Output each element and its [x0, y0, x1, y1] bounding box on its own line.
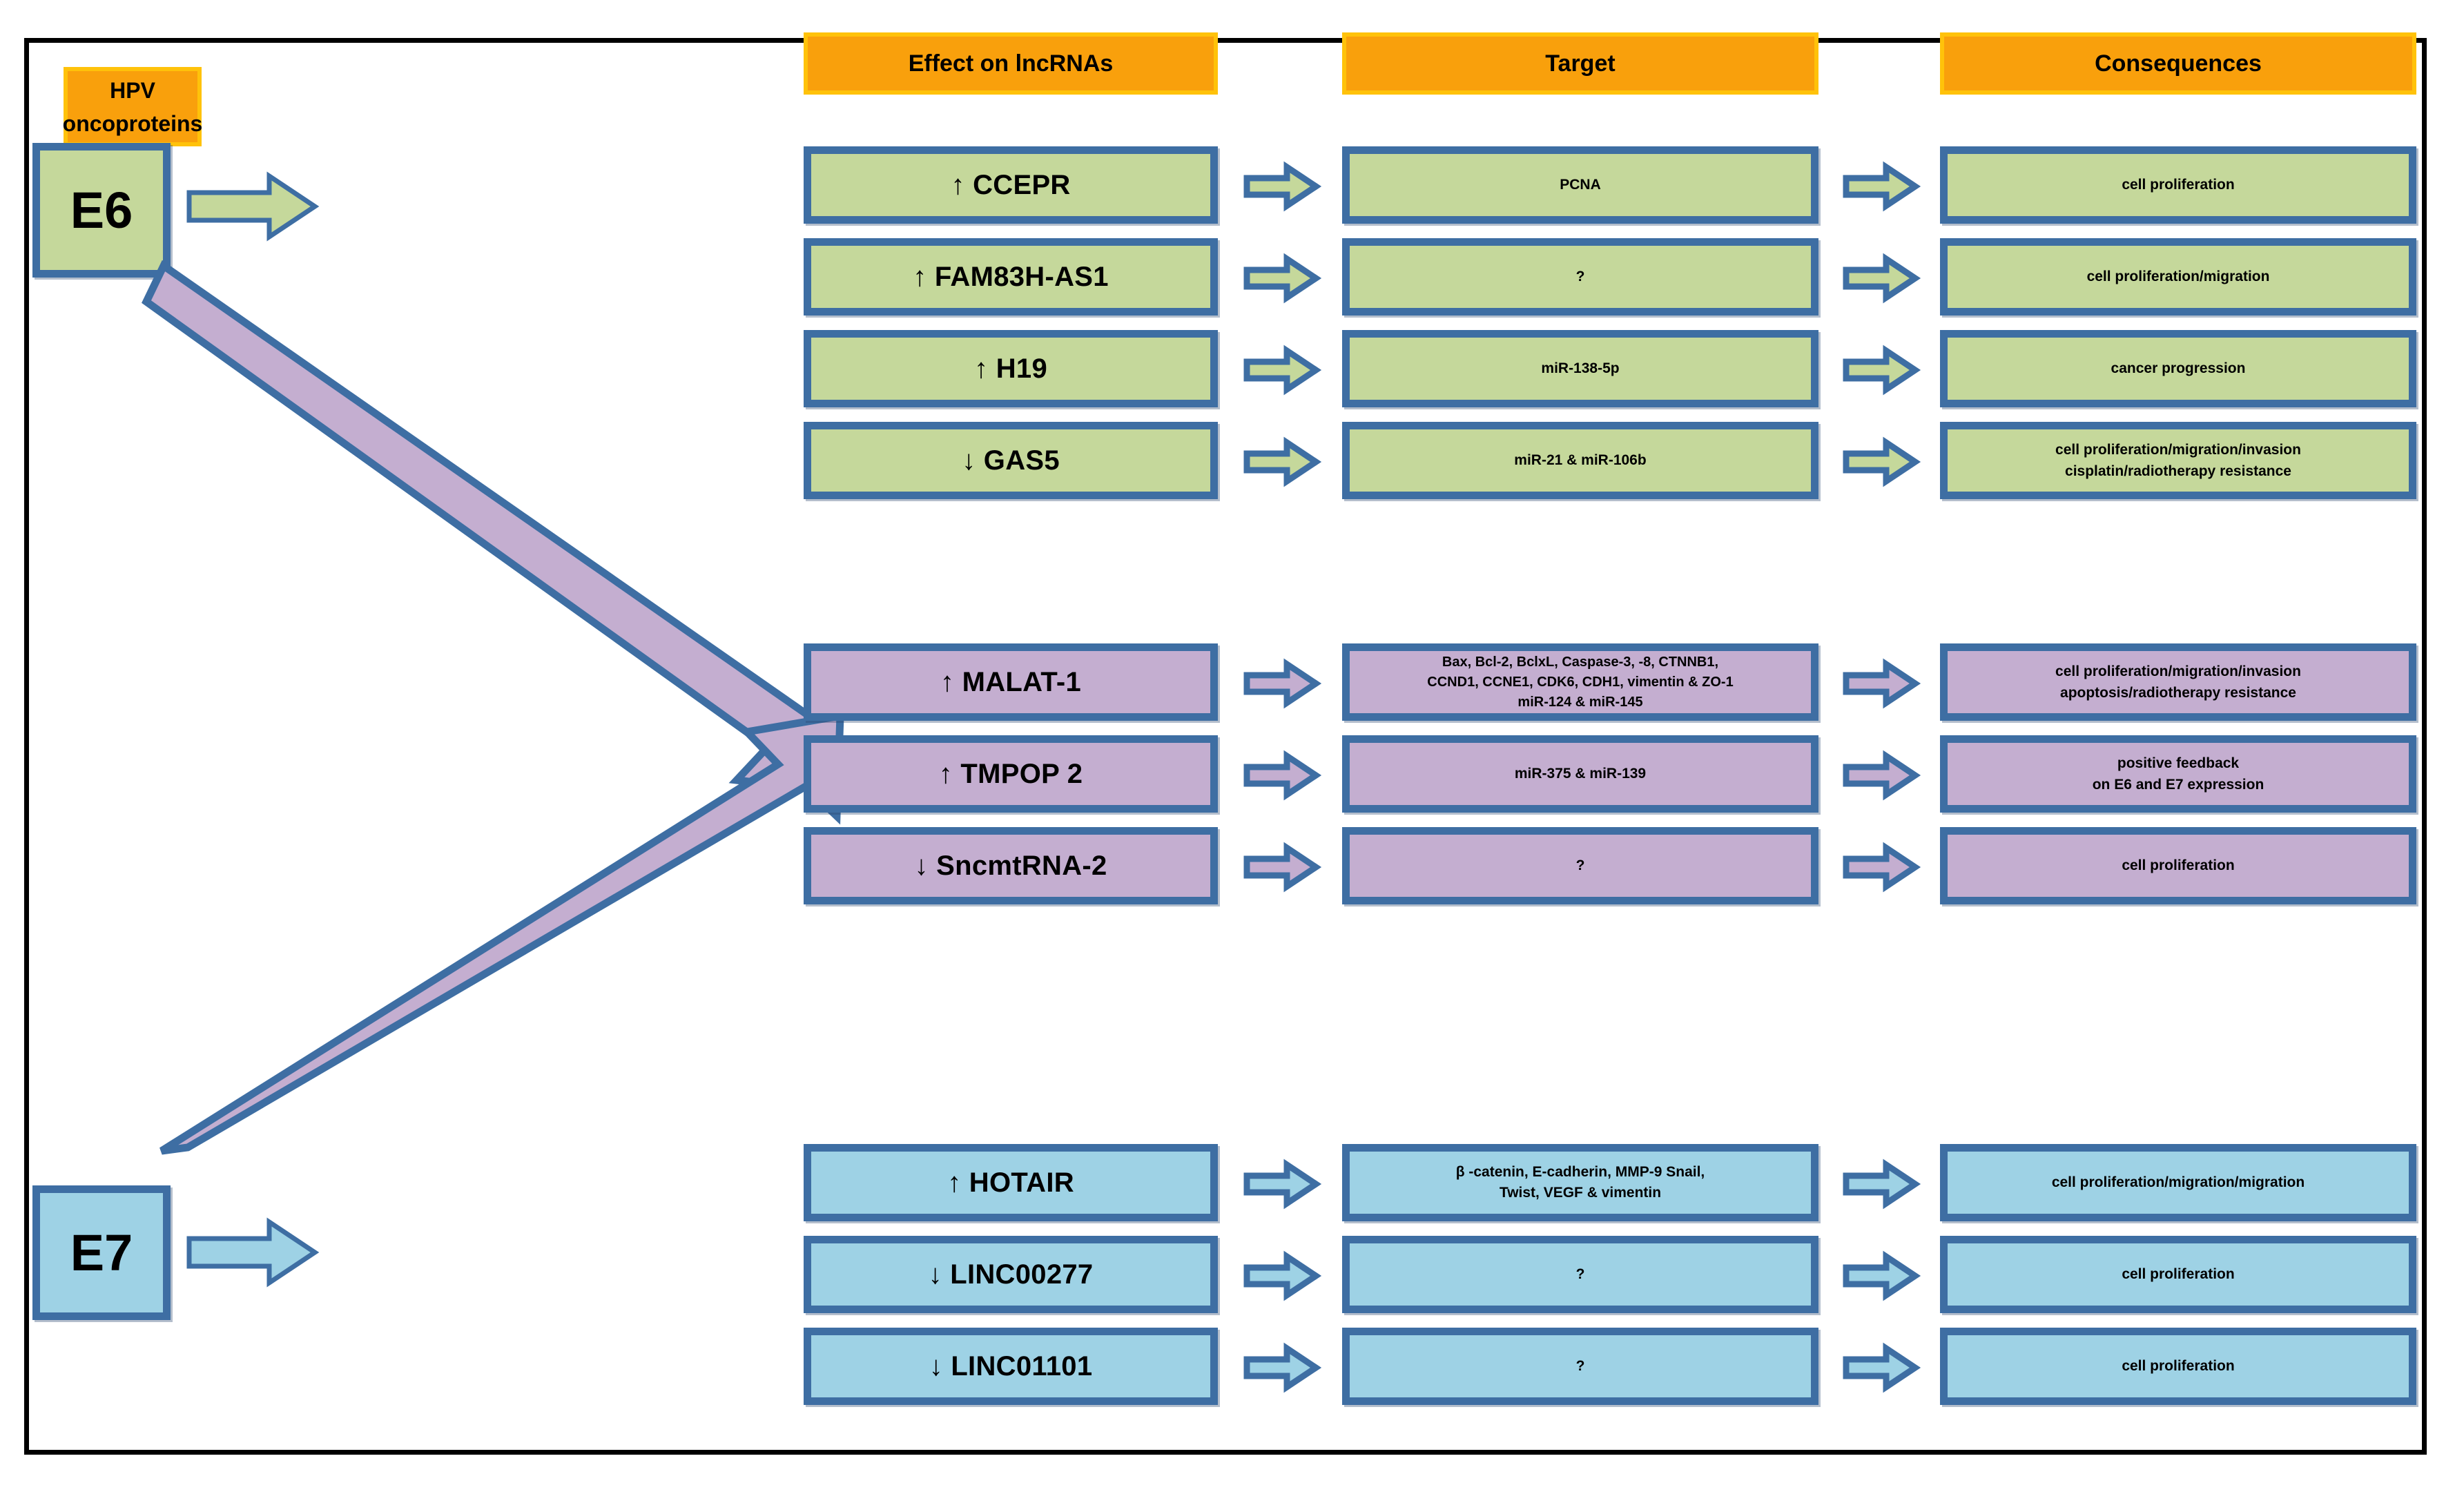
target-label: miR-375 & miR-139: [1514, 765, 1647, 782]
header-consequences: Consequences: [1940, 32, 2416, 95]
row-connector-arrow: [1843, 1158, 1921, 1210]
target-box: ?: [1342, 1328, 1818, 1405]
target-box: ?: [1342, 827, 1818, 904]
e6-to-green-arrow: [186, 171, 320, 243]
lncrna-label: ↓ LINC01101: [929, 1350, 1093, 1381]
row-connector-arrow: [1843, 1250, 1921, 1301]
lncrna-label: ↑ MALAT-1: [940, 666, 1082, 697]
consequence-label: cell proliferation: [2122, 177, 2235, 193]
lncrna-box: ↓ SncmtRNA-2: [804, 827, 1218, 904]
consequence-box: cell proliferation: [1940, 146, 2416, 224]
header-target: Target: [1342, 32, 1818, 95]
row-connector-arrow: [1843, 750, 1921, 801]
target-box: β -catenin, E-cadherin, MMP-9 Snail, Twi…: [1342, 1144, 1818, 1221]
consequence-box: cell proliferation/migration: [1940, 238, 2416, 316]
lncrna-label: ↓ LINC00277: [928, 1259, 1094, 1290]
target-label: β -catenin, E-cadherin, MMP-9 Snail, Twi…: [1455, 1163, 1705, 1201]
target-box: miR-21 & miR-106b: [1342, 422, 1818, 499]
consequence-label: positive feedback on E6 and E7 expressio…: [2092, 755, 2264, 793]
lncrna-label: ↓ GAS5: [962, 445, 1060, 476]
target-label: miR-21 & miR-106b: [1514, 452, 1647, 468]
lncrna-box: ↑ H19: [804, 330, 1218, 407]
lncrna-label: ↑ TMPOP 2: [938, 758, 1083, 789]
header-effect-label: Effect on lncRNAs: [908, 50, 1114, 77]
row-connector-arrow: [1843, 161, 1921, 212]
row-connector-arrow: [1243, 658, 1322, 709]
lncrna-box: ↑ TMPOP 2: [804, 735, 1218, 813]
lncrna-box: ↑ HOTAIR: [804, 1144, 1218, 1221]
target-box: miR-138-5p: [1342, 330, 1818, 407]
consequence-label: cell proliferation/migration/invasion ci…: [2055, 441, 2301, 480]
lncrna-label: ↑ FAM83H-AS1: [913, 261, 1109, 292]
target-box: PCNA: [1342, 146, 1818, 224]
target-box: ?: [1342, 238, 1818, 316]
row-connector-arrow: [1243, 842, 1322, 893]
lncrna-label: ↑ HOTAIR: [947, 1167, 1074, 1198]
header-consequences-label: Consequences: [2095, 50, 2262, 77]
consequence-label: cell proliferation: [2122, 857, 2235, 874]
lncrna-box: ↑ FAM83H-AS1: [804, 238, 1218, 316]
row-connector-arrow: [1243, 436, 1322, 487]
row-connector-arrow: [1843, 658, 1921, 709]
lncrna-label: ↑ H19: [974, 353, 1047, 384]
row-connector-arrow: [1843, 1342, 1921, 1393]
hpv-oncoproteins-label: HPV oncoproteins: [62, 77, 203, 136]
consequence-box: cell proliferation/migration/migration: [1940, 1144, 2416, 1221]
lncrna-box: ↓ LINC01101: [804, 1328, 1218, 1405]
consequence-box: cell proliferation/migration/invasion ap…: [1940, 643, 2416, 721]
row-connector-arrow: [1843, 345, 1921, 396]
consequence-label: cell proliferation/migration/migration: [2051, 1174, 2305, 1191]
consequence-box: cell proliferation: [1940, 1328, 2416, 1405]
consequence-box: cell proliferation: [1940, 1236, 2416, 1313]
lncrna-box: ↑ MALAT-1: [804, 643, 1218, 721]
row-connector-arrow: [1243, 1342, 1322, 1393]
diagram-frame: HPV oncoproteins E6 E7 Effect on lncRNAs…: [24, 32, 2427, 1455]
target-label: miR-138-5p: [1541, 360, 1620, 376]
row-connector-arrow: [1243, 1158, 1322, 1210]
consequence-box: cancer progression: [1940, 330, 2416, 407]
consequence-label: cell proliferation: [2122, 1266, 2235, 1283]
row-connector-arrow: [1843, 436, 1921, 487]
row-connector-arrow: [1243, 1250, 1322, 1301]
target-box: ?: [1342, 1236, 1818, 1313]
row-connector-arrow: [1243, 750, 1322, 801]
row-connector-arrow: [1243, 161, 1322, 212]
e7-to-blue-arrow: [186, 1216, 320, 1289]
consequence-label: cell proliferation/migration/invasion ap…: [2055, 663, 2301, 701]
consequence-label: cancer progression: [2111, 360, 2246, 377]
row-connector-arrow: [1243, 345, 1322, 396]
consequence-label: cell proliferation/migration: [2086, 269, 2270, 285]
row-connector-arrow: [1843, 253, 1921, 304]
e6-label: E6: [70, 182, 133, 239]
target-label: PCNA: [1560, 176, 1601, 193]
target-box: Bax, Bcl-2, BclxL, Caspase-3, -8, CTNNB1…: [1342, 643, 1818, 721]
consequence-box: positive feedback on E6 and E7 expressio…: [1940, 735, 2416, 813]
row-connector-arrow: [1243, 253, 1322, 304]
e7-to-purple-diagonal-arrow: [146, 602, 844, 1155]
lncrna-box: ↑ CCEPR: [804, 146, 1218, 224]
consequence-label: cell proliferation: [2122, 1358, 2235, 1375]
header-effect-on-lncrnas: Effect on lncRNAs: [804, 32, 1218, 95]
e6-box: E6: [32, 143, 171, 278]
lncrna-label: ↑ CCEPR: [951, 169, 1071, 200]
consequence-box: cell proliferation: [1940, 827, 2416, 904]
row-connector-arrow: [1843, 842, 1921, 893]
header-target-label: Target: [1545, 50, 1616, 77]
lncrna-label: ↓ SncmtRNA-2: [914, 850, 1107, 881]
hpv-oncoproteins-box: HPV oncoproteins: [62, 67, 203, 146]
lncrna-box: ↓ GAS5: [804, 422, 1218, 499]
target-box: miR-375 & miR-139: [1342, 735, 1818, 813]
e7-label: E7: [70, 1224, 133, 1281]
lncrna-box: ↓ LINC00277: [804, 1236, 1218, 1313]
target-label: ?: [1575, 857, 1585, 873]
consequence-box: cell proliferation/migration/invasion ci…: [1940, 422, 2416, 499]
target-label: ?: [1575, 1357, 1585, 1374]
target-label: Bax, Bcl-2, BclxL, Caspase-3, -8, CTNNB1…: [1427, 654, 1734, 710]
target-label: ?: [1575, 268, 1585, 284]
e7-box: E7: [32, 1185, 171, 1320]
target-label: ?: [1575, 1266, 1585, 1282]
